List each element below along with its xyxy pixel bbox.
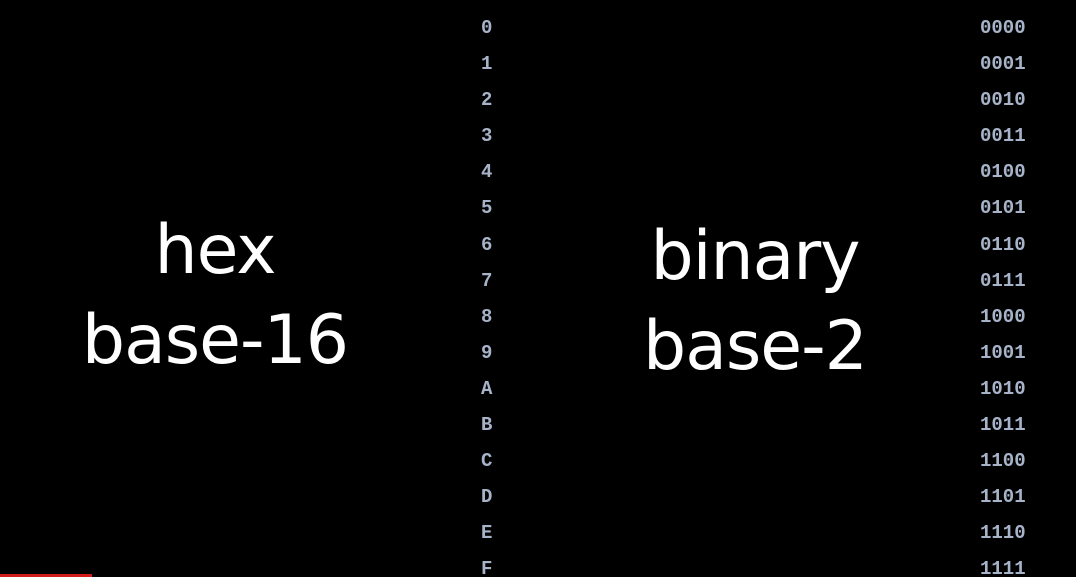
- hex-digit: E: [481, 522, 493, 545]
- binary-value: 1001: [980, 341, 1026, 364]
- hex-digit: D: [481, 486, 493, 509]
- hex-title-line2: base-16: [81, 301, 349, 380]
- binary-value: 1100: [980, 450, 1026, 473]
- binary-value: 1000: [980, 305, 1026, 328]
- binary-value: 1101: [980, 486, 1026, 509]
- binary-title: binary base-2: [585, 212, 925, 392]
- hex-digit: B: [481, 414, 493, 437]
- hex-digit: 0: [481, 17, 493, 39]
- hex-digit: 8: [481, 305, 493, 328]
- binary-digit-column: 0000 0001 0010 0011 0100 0101 0110 0111 …: [980, 10, 1026, 577]
- hex-digit: 2: [481, 89, 493, 112]
- hex-title-line1: hex: [154, 211, 277, 290]
- binary-value: 1010: [980, 377, 1026, 400]
- hex-digit: 5: [481, 197, 493, 220]
- hex-digit-column: 0 1 2 3 4 5 6 7 8 9 A B C D E F: [481, 10, 492, 577]
- binary-value: 1011: [980, 414, 1026, 437]
- binary-value: 1111: [980, 558, 1026, 577]
- hex-title: hex base-16: [40, 206, 390, 386]
- binary-value: 0101: [980, 197, 1026, 220]
- video-progress-bar[interactable]: [0, 574, 92, 577]
- hex-digit: 6: [481, 233, 493, 256]
- binary-value: 0011: [980, 125, 1026, 148]
- binary-value: 1110: [980, 522, 1026, 545]
- hex-digit: 3: [481, 125, 493, 148]
- binary-value: 0100: [980, 161, 1026, 184]
- binary-value: 0000: [980, 17, 1026, 39]
- binary-title-line2: base-2: [643, 307, 868, 386]
- binary-value: 0010: [980, 89, 1026, 112]
- binary-title-line1: binary: [650, 217, 860, 296]
- hex-digit: 1: [481, 53, 493, 76]
- binary-value: 0111: [980, 269, 1026, 292]
- hex-digit: C: [481, 450, 493, 473]
- hex-digit: 7: [481, 269, 493, 292]
- hex-digit: 9: [481, 341, 493, 364]
- binary-value: 0110: [980, 233, 1026, 256]
- binary-value: 0001: [980, 53, 1026, 76]
- hex-digit: F: [481, 558, 493, 577]
- hex-digit: 4: [481, 161, 493, 184]
- hex-digit: A: [481, 377, 493, 400]
